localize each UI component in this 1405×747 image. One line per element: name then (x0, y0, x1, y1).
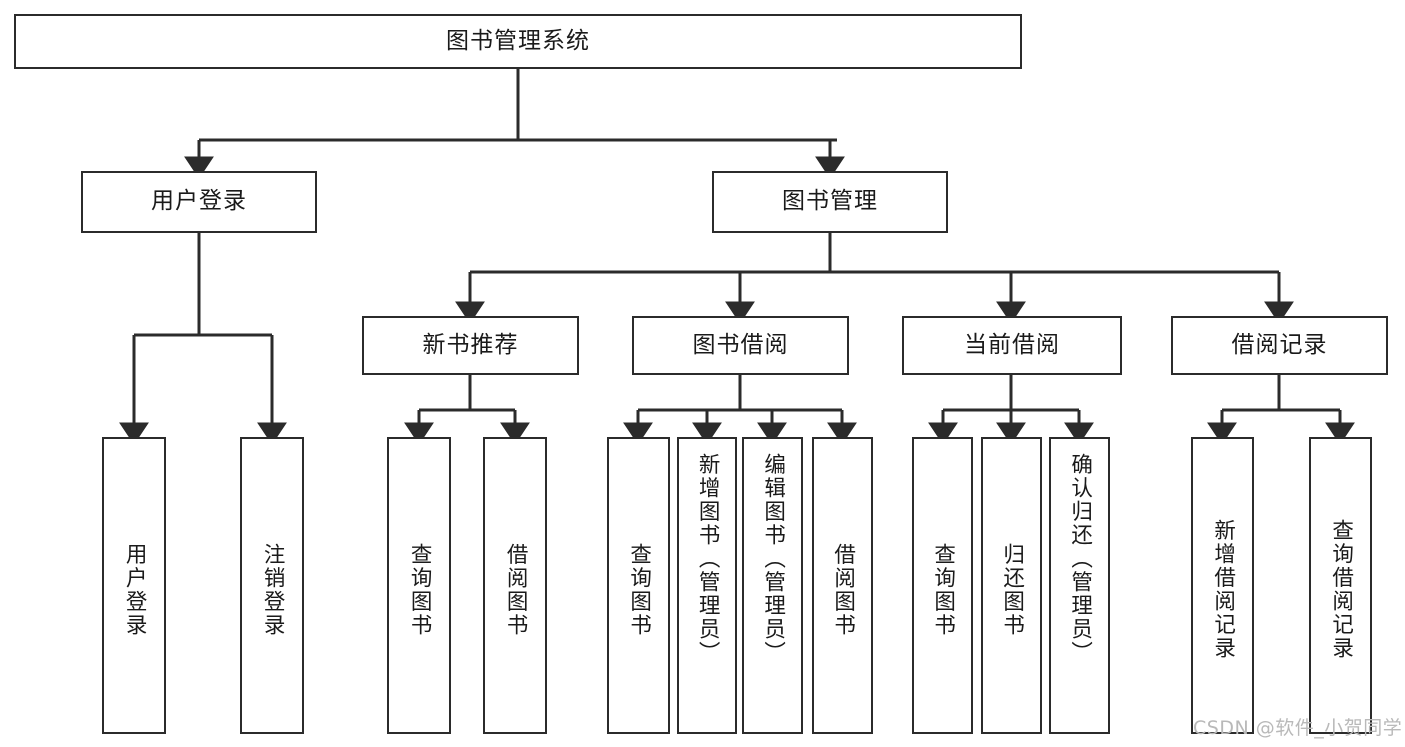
leaf-search-books-recommend-label: 查询图书 (407, 542, 433, 637)
leaf-search-books-recommend: 查询图书 (387, 437, 451, 734)
node-book-management: 图书管理 (712, 171, 948, 233)
leaf-search-borrow-record-wrap: 查询借阅记录 (1311, 447, 1370, 732)
leaf-add-book-admin: 新增图书（管理员） (677, 437, 737, 734)
leaf-add-borrow-record-label: 新增借阅记录 (1210, 519, 1236, 660)
leaf-borrow-books-recommend-label: 借阅图书 (503, 542, 529, 637)
leaf-search-books-current-label: 查询图书 (930, 542, 956, 637)
leaf-search-books-borrow: 查询图书 (607, 437, 670, 734)
leaf-logout: 注销登录 (240, 437, 304, 734)
node-book-borrow: 图书借阅 (632, 316, 849, 375)
leaf-search-books-borrow-label: 查询图书 (626, 542, 652, 637)
node-root: 图书管理系统 (14, 14, 1022, 69)
leaf-search-borrow-record-label: 查询借阅记录 (1328, 519, 1354, 660)
leaf-edit-book-admin-label: 编辑图书（管理员） (760, 453, 786, 665)
node-current-borrow-label: 当前借阅 (964, 331, 1060, 358)
leaf-add-book-admin-label: 新增图书（管理员） (695, 453, 721, 665)
leaf-borrow-books-label: 借阅图书 (830, 542, 856, 637)
node-borrow-records-label: 借阅记录 (1231, 331, 1328, 358)
leaf-add-book-admin-wrap: 新增图书（管理员） (679, 447, 735, 732)
leaf-add-borrow-record-wrap: 新增借阅记录 (1193, 447, 1252, 732)
leaf-confirm-return-admin-wrap: 确认归还（管理员） (1051, 447, 1108, 732)
leaf-logout-label: 注销登录 (260, 542, 286, 637)
leaf-search-books-current: 查询图书 (912, 437, 973, 734)
leaf-borrow-books-recommend: 借阅图书 (483, 437, 547, 734)
node-new-book-recommend-label: 新书推荐 (422, 331, 519, 358)
leaf-confirm-return-admin-label: 确认归还（管理员） (1067, 453, 1093, 665)
node-book-management-label: 图书管理 (782, 188, 878, 215)
leaf-edit-book-admin-wrap: 编辑图书（管理员） (744, 447, 801, 732)
leaf-search-books-recommend-wrap: 查询图书 (389, 447, 449, 732)
leaf-return-books-wrap: 归还图书 (983, 447, 1040, 732)
leaf-borrow-books-wrap: 借阅图书 (814, 447, 871, 732)
leaf-return-books: 归还图书 (981, 437, 1042, 734)
node-current-borrow: 当前借阅 (902, 316, 1122, 375)
leaf-user-login-wrap: 用户登录 (104, 447, 164, 732)
leaf-borrow-books-recommend-wrap: 借阅图书 (485, 447, 545, 732)
leaf-edit-book-admin: 编辑图书（管理员） (742, 437, 803, 734)
leaf-search-books-current-wrap: 查询图书 (914, 447, 971, 732)
leaf-confirm-return-admin: 确认归还（管理员） (1049, 437, 1110, 734)
csdn-watermark: CSDN @软件_小贺同学 (1193, 717, 1403, 739)
leaf-user-login: 用户登录 (102, 437, 166, 734)
node-user-login-label: 用户登录 (151, 188, 247, 215)
node-borrow-records: 借阅记录 (1171, 316, 1388, 375)
leaf-search-books-borrow-wrap: 查询图书 (609, 447, 668, 732)
node-user-login: 用户登录 (81, 171, 317, 233)
leaf-add-borrow-record: 新增借阅记录 (1191, 437, 1254, 734)
leaf-borrow-books: 借阅图书 (812, 437, 873, 734)
node-root-label: 图书管理系统 (446, 27, 590, 54)
leaf-return-books-label: 归还图书 (999, 542, 1025, 637)
leaf-logout-wrap: 注销登录 (242, 447, 302, 732)
node-new-book-recommend: 新书推荐 (362, 316, 579, 375)
leaf-search-borrow-record: 查询借阅记录 (1309, 437, 1372, 734)
leaf-user-login-label: 用户登录 (122, 542, 148, 637)
node-book-borrow-label: 图书借阅 (692, 331, 789, 358)
